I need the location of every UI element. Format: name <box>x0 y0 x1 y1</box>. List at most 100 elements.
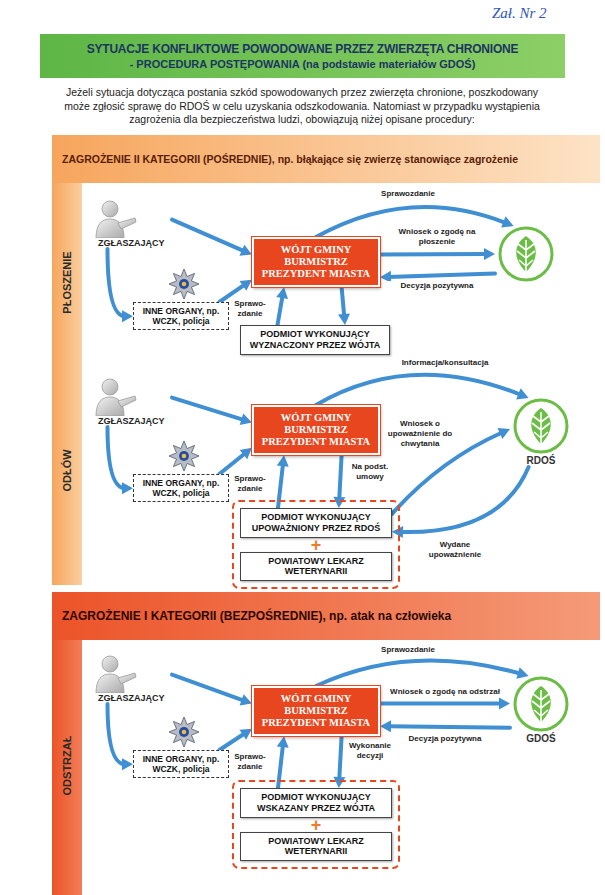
circle-part <box>102 656 118 672</box>
arrow-head <box>122 310 133 322</box>
arrow-head <box>499 698 510 710</box>
other-authority-box: INNE ORGANY, np. WCZK, policja <box>133 302 229 330</box>
star-center <box>179 727 189 737</box>
authority-box: WÓJT GMINY BURMISTRZ PREZYDENT MIASTA <box>252 405 380 455</box>
arrow-head <box>516 667 528 679</box>
arrow-label: Decyzja pozytywna <box>387 281 487 291</box>
node-text: INNE ORGANY, np. WCZK, policja <box>137 754 225 774</box>
arrow-head <box>122 758 133 770</box>
path-part <box>517 240 535 274</box>
path-part <box>532 412 550 446</box>
node-text: PODMIOT WYKONUJĄCY WSKAZANY PRZEZ WÓJTA <box>245 792 387 814</box>
flow-line <box>108 704 126 764</box>
star-dot <box>182 282 187 287</box>
section-band <box>52 183 82 585</box>
other-authority-box: INNE ORGANY, np. WCZK, policja <box>133 474 229 502</box>
reporter-figure: ZGŁASZAJĄCY <box>86 200 172 249</box>
flow-line <box>342 287 345 317</box>
star-shape <box>169 441 199 471</box>
leaf-icon <box>510 398 572 454</box>
arrow-label: Wniosek o zgodę na płoszenie <box>383 227 491 247</box>
annex-note: Zał. Nr 2 <box>492 4 547 22</box>
flow-line <box>108 249 126 316</box>
node-text: SYTUACJE KONFLIKTOWE POWODOWANE PRZEZ ZW… <box>87 42 519 57</box>
flow-arrow <box>108 704 134 770</box>
arrow-head <box>501 216 513 227</box>
flow-arrow <box>316 375 529 405</box>
contractor-box: PODMIOT WYKONUJĄCY WSKAZANY PRZEZ WÓJTA <box>240 788 392 818</box>
path-part <box>96 397 124 416</box>
reporter-figure: ZGŁASZAJĄCY <box>86 378 172 427</box>
flow-line <box>380 252 487 257</box>
flow-line <box>339 736 341 780</box>
node-text: ZAGROŻENIE II KATEGORII (POŚREDNIE), np.… <box>62 153 518 166</box>
arrow-head <box>338 314 350 325</box>
title-band: SYTUACJE KONFLIKTOWE POWODOWANE PRZEZ ZW… <box>40 34 565 78</box>
arrow-head <box>240 448 252 460</box>
leaf-icon <box>495 226 557 282</box>
flow-line <box>172 398 244 421</box>
authority-box: WÓJT GMINY BURMISTRZ PREZYDENT MIASTA <box>252 237 380 287</box>
arrow-head <box>240 245 252 256</box>
authority-box: WÓJT GMINY BURMISTRZ PREZYDENT MIASTA <box>252 686 380 736</box>
arrow-head <box>276 287 288 299</box>
contractor-box: PODMIOT WYKONUJĄCY WYZNACZONY PRZEZ WÓJT… <box>240 325 390 355</box>
arrow-head <box>240 414 252 425</box>
flow-arrow <box>380 720 510 732</box>
path-part <box>96 674 124 693</box>
gdos-emblem: GDOŚ <box>510 676 572 745</box>
other-authority-box: INNE ORGANY, np. WCZK, policja <box>133 750 229 778</box>
flow-line <box>316 660 521 686</box>
node-text: POWIATOWY LEKARZ WETERYNARII <box>245 836 387 858</box>
category-band: ZAGROŻENIE I KATEGORII (BEZPOŚREDNIE), n… <box>52 592 600 640</box>
node-text: INNE ORGANY, np. WCZK, policja <box>137 478 225 498</box>
flow-line <box>400 467 529 532</box>
arrow-label: Sprawo- zdanie <box>232 474 268 494</box>
path-part <box>118 673 136 684</box>
arrow-head <box>380 720 391 732</box>
node-text: POWIATOWY LEKARZ WETERYNARII <box>245 556 387 578</box>
star-shape <box>169 717 199 747</box>
svg-part <box>92 655 138 693</box>
star-shape <box>169 269 199 299</box>
vet-box: POWIATOWY LEKARZ WETERYNARII <box>240 552 392 582</box>
arrow-label: Wykonanie decyzji <box>347 741 393 761</box>
path-part <box>118 218 136 229</box>
flow-line <box>316 375 521 405</box>
circle-part <box>102 379 118 395</box>
flow-line <box>278 295 283 325</box>
svg-part <box>92 200 138 238</box>
node-text: ZAGROŻENIE I KATEGORII (BEZPOŚREDNIE), n… <box>62 609 451 623</box>
intro-note: Jeżeli sytuacja dotycząca postania szkód… <box>62 86 542 127</box>
star-dot <box>182 730 187 735</box>
team-group: +PODMIOT WYKONUJĄCY UPOWAŻNIONY PRZEZ RD… <box>232 500 400 589</box>
node-text: PODMIOT WYKONUJĄCY WYZNACZONY PRZEZ WÓJT… <box>245 329 385 351</box>
rdos-emblem: RDOŚ <box>510 398 572 467</box>
node-text: ZGŁASZAJĄCY <box>86 693 172 704</box>
flow-arrow <box>380 248 495 260</box>
flow-arrow <box>219 729 252 750</box>
star-center <box>179 279 189 289</box>
contractor-box: PODMIOT WYKONUJĄCY UPOWAŻNIONY PRZEZ RDO… <box>240 508 392 538</box>
node-text: - PROCEDURA POSTĘPOWANIA (na podstawie m… <box>130 57 476 71</box>
flow-line <box>172 220 245 252</box>
flow-arrow <box>380 698 510 710</box>
arrow-label: Informacja/konsultacja <box>390 358 500 368</box>
team-group: +PODMIOT WYKONUJĄCY WSKAZANY PRZEZ WÓJTA… <box>232 780 400 869</box>
arrow-label: Wydane upoważnienie <box>420 540 490 560</box>
arrow-head <box>240 694 252 705</box>
police-star <box>168 268 200 300</box>
flow-line <box>380 702 502 706</box>
police-star <box>168 440 200 472</box>
flow-line <box>219 733 245 750</box>
circle-part <box>515 678 567 730</box>
arrow-head <box>277 455 289 467</box>
arrow-head <box>333 497 345 508</box>
vet-box: POWIATOWY LEKARZ WETERYNARII <box>240 832 392 862</box>
star-dot <box>182 454 187 459</box>
procedure-name: PŁOSZENIE <box>61 212 74 352</box>
svg-part <box>513 398 569 454</box>
node-text: GDOŚ <box>510 733 572 745</box>
arrow-label: Sprawo- zdanie <box>232 299 268 319</box>
